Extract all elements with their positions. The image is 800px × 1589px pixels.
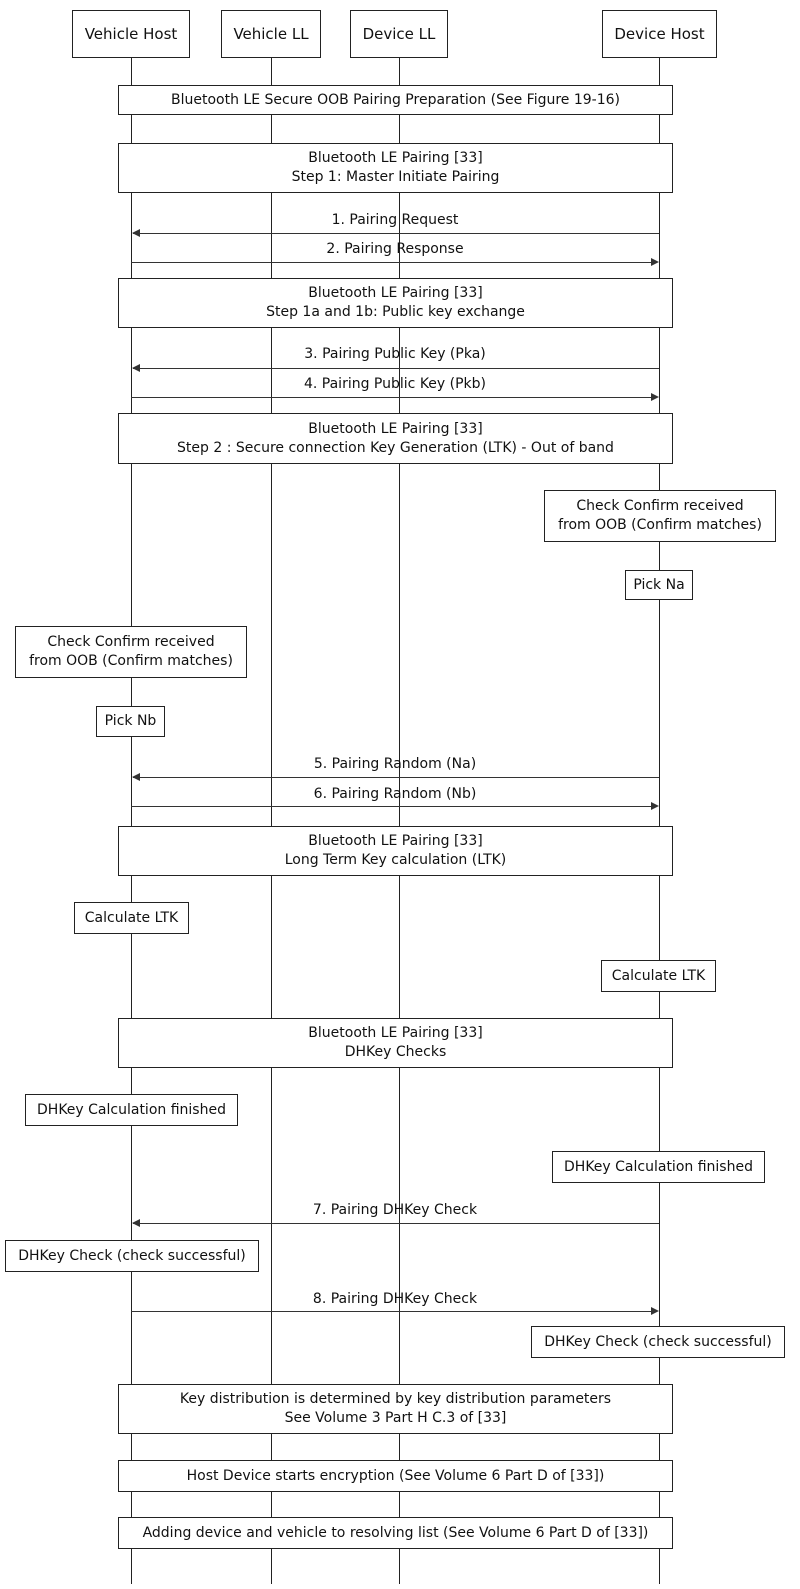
- note-vehicle-check-confirm: Check Confirm received from OOB (Confirm…: [15, 626, 247, 678]
- note-line: from OOB (Confirm matches): [29, 653, 233, 669]
- message-arrow-line: [131, 1311, 651, 1312]
- arrowhead-left-icon: [132, 364, 140, 372]
- participant-label: Vehicle LL: [233, 24, 309, 43]
- message-label: 4. Pairing Public Key (Pkb): [303, 376, 487, 392]
- note-line: Pick Nb: [104, 713, 157, 729]
- message-label: 2. Pairing Response: [326, 241, 464, 257]
- phase-dhkey-checks: Bluetooth LE Pairing [33] DHKey Checks: [118, 1018, 673, 1068]
- arrowhead-left-icon: [132, 229, 140, 237]
- phase-key-distribution: Key distribution is determined by key di…: [118, 1384, 673, 1434]
- phase-line: Bluetooth LE Pairing [33]: [308, 420, 483, 437]
- message-label: 7. Pairing DHKey Check: [312, 1202, 478, 1218]
- message-arrow-line: [131, 262, 651, 263]
- note-line: Pick Na: [633, 576, 685, 593]
- phase-oob-preparation: Bluetooth LE Secure OOB Pairing Preparat…: [118, 85, 673, 115]
- phase-line: Host Device starts encryption (See Volum…: [186, 1467, 605, 1484]
- note-line: DHKey Check (check successful): [18, 1247, 246, 1264]
- arrowhead-left-icon: [132, 773, 140, 781]
- note-vehicle-dhkey-check: DHKey Check (check successful): [5, 1240, 259, 1272]
- participant-label: Vehicle Host: [84, 24, 178, 43]
- lifeline-device-ll: [399, 58, 400, 1584]
- lifeline-device-host: [659, 58, 660, 1584]
- phase-ltk-calculation: Bluetooth LE Pairing [33] Long Term Key …: [118, 826, 673, 876]
- phase-start-encryption: Host Device starts encryption (See Volum…: [118, 1460, 673, 1492]
- arrowhead-right-icon: [651, 802, 659, 810]
- message-arrow-line: [133, 233, 659, 234]
- arrowhead-left-icon: [132, 1219, 140, 1227]
- arrowhead-right-icon: [651, 1307, 659, 1315]
- message-arrow-line: [133, 368, 659, 369]
- phase-line: Bluetooth LE Secure OOB Pairing Preparat…: [170, 91, 620, 108]
- phase-line: Step 1a and 1b: Public key exchange: [266, 304, 525, 320]
- note-line: Calculate LTK: [611, 967, 706, 984]
- note-device-dhkey-check: DHKey Check (check successful): [531, 1326, 785, 1358]
- message-label: 8. Pairing DHKey Check: [312, 1291, 478, 1307]
- note-line: DHKey Check (check successful): [544, 1333, 772, 1350]
- note-line: from OOB (Confirm matches): [558, 517, 762, 533]
- phase-step1ab: Bluetooth LE Pairing [33] Step 1a and 1b…: [118, 278, 673, 328]
- participant-vehicle-host: Vehicle Host: [72, 10, 190, 58]
- phase-line: Long Term Key calculation (LTK): [284, 852, 507, 868]
- phase-line: Step 2 : Secure connection Key Generatio…: [177, 439, 614, 456]
- participant-label: Device Host: [614, 24, 705, 43]
- message-arrow-line: [131, 397, 651, 398]
- note-line: Calculate LTK: [84, 909, 179, 926]
- phase-step1: Bluetooth LE Pairing [33] Step 1: Master…: [118, 143, 673, 193]
- note-line: Check Confirm received: [576, 498, 744, 514]
- note-device-calculate-ltk: Calculate LTK: [601, 960, 716, 992]
- message-label: 1. Pairing Request: [331, 212, 459, 228]
- participant-device-host: Device Host: [602, 10, 717, 58]
- message-arrow-line: [133, 777, 659, 778]
- note-device-pick-na: Pick Na: [625, 570, 693, 600]
- note-device-dhkey-calculation: DHKey Calculation finished: [552, 1151, 765, 1183]
- note-device-check-confirm: Check Confirm received from OOB (Confirm…: [544, 490, 776, 542]
- phase-line: Adding device and vehicle to resolving l…: [142, 1524, 649, 1541]
- lifeline-vehicle-ll: [271, 58, 272, 1584]
- phase-line: See Volume 3 Part H C.3 of [33]: [284, 1410, 507, 1426]
- phase-line: Bluetooth LE Pairing [33]: [308, 833, 483, 849]
- phase-line: Step 1: Master Initiate Pairing: [291, 169, 500, 185]
- phase-line: Bluetooth LE Pairing [33]: [308, 285, 483, 301]
- message-label: 5. Pairing Random (Na): [313, 756, 477, 772]
- message-arrow-line: [133, 1223, 659, 1224]
- phase-step2: Bluetooth LE Pairing [33] Step 2 : Secur…: [118, 413, 673, 464]
- note-vehicle-dhkey-calculation: DHKey Calculation finished: [25, 1094, 238, 1126]
- participant-device-ll: Device LL: [350, 10, 448, 58]
- note-line: DHKey Calculation finished: [37, 1101, 226, 1118]
- message-label: 6. Pairing Random (Nb): [313, 786, 477, 802]
- message-arrow-line: [131, 806, 651, 807]
- participant-label: Device LL: [362, 24, 436, 43]
- message-label: 3. Pairing Public Key (Pka): [304, 346, 486, 362]
- phase-resolving-list: Adding device and vehicle to resolving l…: [118, 1517, 673, 1549]
- phase-line: Bluetooth LE Pairing [33]: [308, 1025, 483, 1041]
- phase-line: Bluetooth LE Pairing [33]: [308, 150, 483, 166]
- lifeline-vehicle-host: [131, 58, 132, 1584]
- note-line: Check Confirm received: [47, 634, 215, 650]
- arrowhead-right-icon: [651, 258, 659, 266]
- phase-line: DHKey Checks: [344, 1044, 447, 1060]
- note-vehicle-calculate-ltk: Calculate LTK: [74, 902, 189, 934]
- participant-vehicle-ll: Vehicle LL: [221, 10, 321, 58]
- phase-line: Key distribution is determined by key di…: [179, 1391, 612, 1407]
- note-line: DHKey Calculation finished: [564, 1158, 753, 1175]
- note-vehicle-pick-nb: Pick Nb: [96, 706, 165, 737]
- arrowhead-right-icon: [651, 393, 659, 401]
